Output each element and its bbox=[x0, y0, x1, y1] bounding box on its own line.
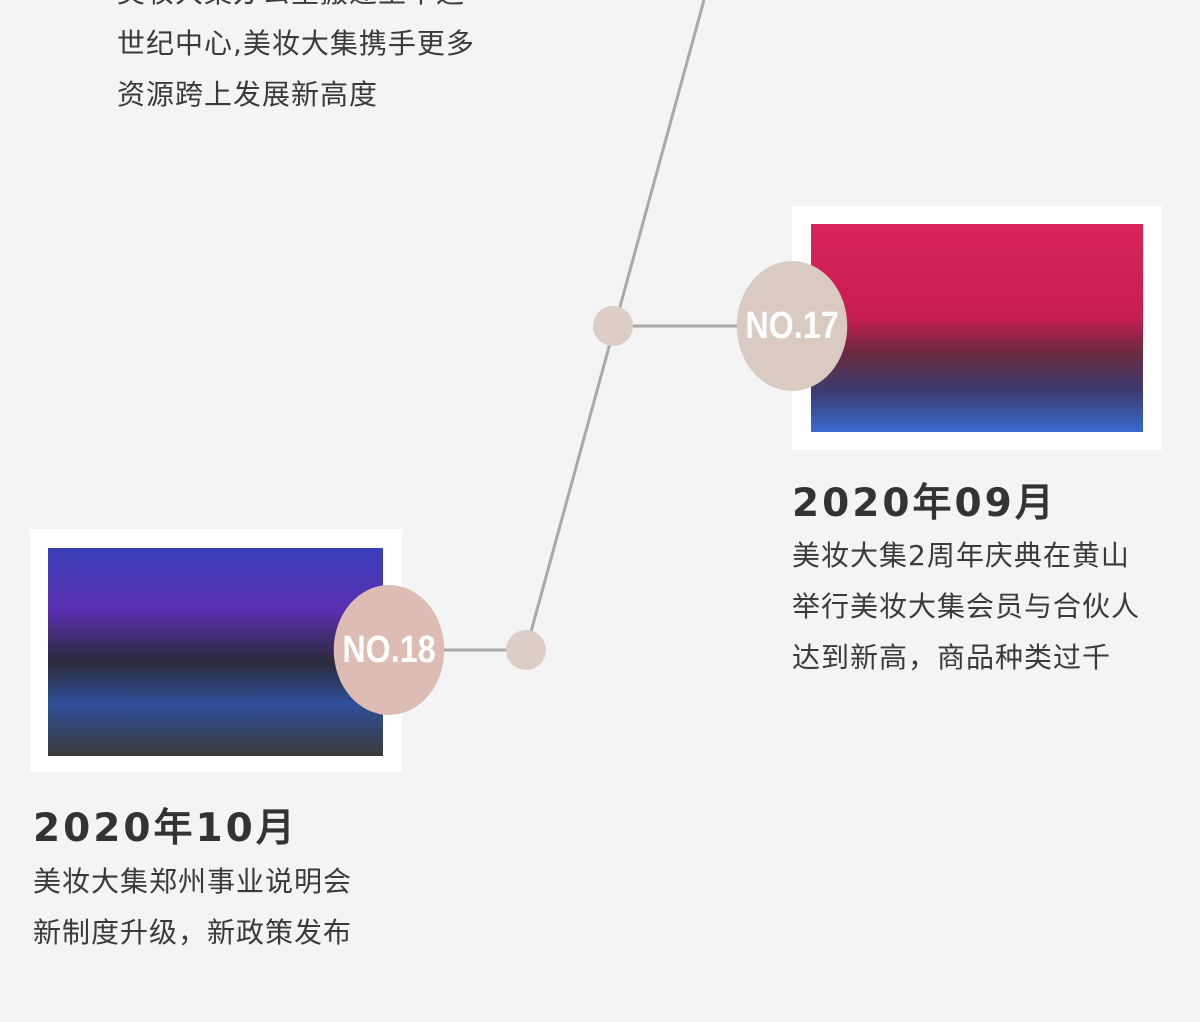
timeline-dot bbox=[593, 306, 633, 346]
badge-18: NO.18 bbox=[333, 585, 445, 715]
text-line: 举行美妆大集会员与合伙人 bbox=[792, 590, 1141, 623]
text-line: 美妆大集郑州事业说明会 bbox=[33, 865, 353, 898]
text-line: 达到新高，商品种类过千 bbox=[792, 641, 1112, 674]
text-line: 资源跨上发展新高度 bbox=[117, 78, 379, 111]
badge-17: NO.17 bbox=[736, 261, 848, 391]
entry-date: 2020年09月 bbox=[792, 481, 1057, 526]
text-line: 新制度升级，新政策发布 bbox=[33, 916, 353, 949]
text-line: 美妆大集2周年庆典在黄山 bbox=[792, 539, 1130, 572]
text-line: 世纪中心,美妆大集携手更多 bbox=[117, 27, 475, 60]
entry-date: 2020年10月 bbox=[33, 806, 298, 851]
timeline-dot bbox=[506, 630, 546, 670]
text-line: 美妆大集办公室搬迁至中远 bbox=[117, 0, 475, 18]
entry-description: 美妆大集郑州事业说明会 新制度升级，新政策发布 bbox=[33, 856, 352, 958]
entry-description: 美妆大集2周年庆典在黄山 举行美妆大集会员与合伙人 达到新高，商品种类过千 bbox=[792, 530, 1140, 683]
top-entry-text: 美妆大集办公室搬迁至中远 世纪中心,美妆大集携手更多 资源跨上发展新高度 bbox=[117, 0, 475, 120]
anniversary-photo bbox=[811, 224, 1143, 432]
meeting-photo bbox=[48, 548, 383, 756]
photo-card-17 bbox=[792, 206, 1162, 450]
